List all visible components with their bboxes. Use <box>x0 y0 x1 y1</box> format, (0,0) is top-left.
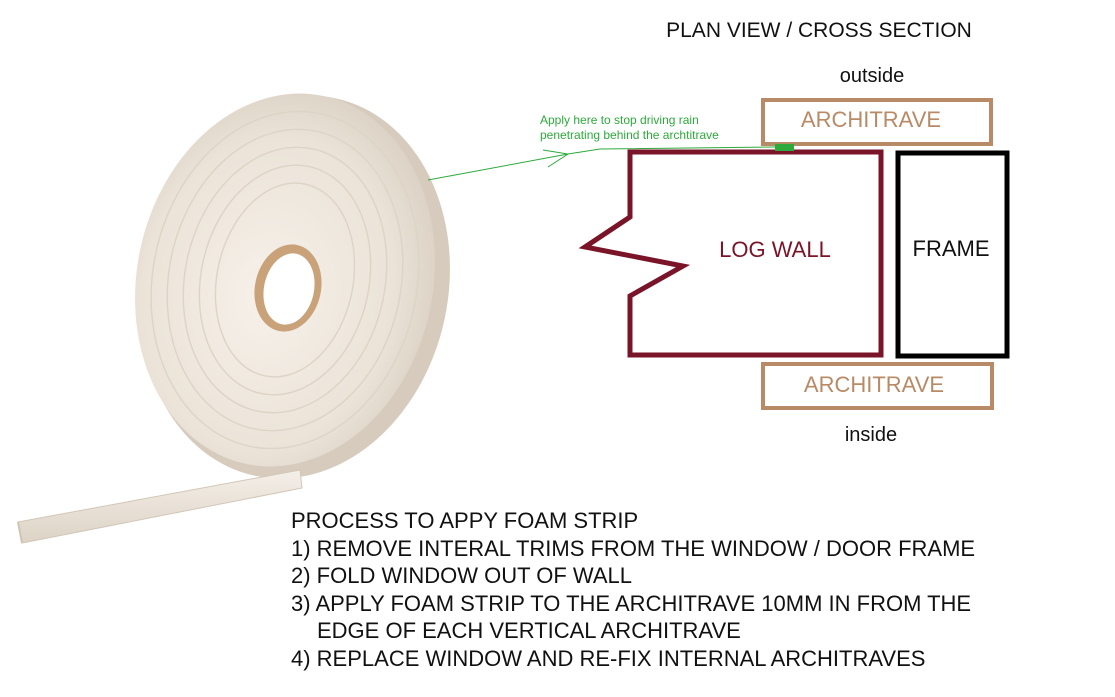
annotation-text-line-2: penetrating behind the archtitrave <box>540 128 719 142</box>
process-step-1: 1) REMOVE INTERAL TRIMS FROM THE WINDOW … <box>291 535 1091 563</box>
log-wall-label: LOG WALL <box>719 237 831 262</box>
process-steps: PROCESS TO APPY FOAM STRIP 1) REMOVE INT… <box>291 507 1091 672</box>
process-step-3: 3) APPLY FOAM STRIP TO THE ARCHITRAVE 10… <box>291 590 1091 618</box>
annotation-arrow-head <box>543 150 568 167</box>
process-step-4: 4) REPLACE WINDOW AND RE-FIX INTERNAL AR… <box>291 645 1091 673</box>
inside-label: inside <box>845 424 897 446</box>
process-step-2: 2) FOLD WINDOW OUT OF WALL <box>291 562 1091 590</box>
outside-label: outside <box>840 65 905 87</box>
annotation-text-line-1: Apply here to stop driving rain <box>540 113 699 127</box>
architrave-top-label: ARCHITRAVE <box>801 107 941 132</box>
architrave-bottom-label: ARCHITRAVE <box>804 372 944 397</box>
process-step-3-continued: EDGE OF EACH VERTICAL ARCHITRAVE <box>291 617 1091 645</box>
process-heading: PROCESS TO APPY FOAM STRIP <box>291 507 1091 535</box>
diagram-title: PLAN VIEW / CROSS SECTION <box>666 19 972 42</box>
frame-label: FRAME <box>913 236 990 261</box>
foam-tape-roll-image <box>18 65 485 543</box>
foam-strip-marker <box>775 144 794 151</box>
